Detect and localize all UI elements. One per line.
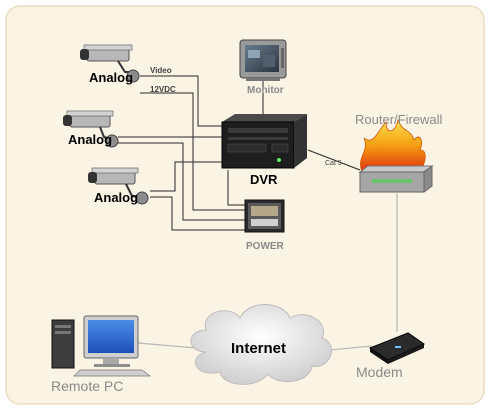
router-firewall-device — [358, 118, 434, 193]
camera-label-3: Analog — [94, 190, 138, 205]
router-firewall-label: Router/Firewall — [355, 112, 443, 127]
modem-device — [368, 332, 426, 364]
internet-cloud — [190, 304, 332, 385]
dvr-device — [221, 114, 307, 169]
power-supply — [244, 199, 285, 233]
analog-camera-2 — [63, 110, 119, 148]
monitor-label: Monitor — [247, 85, 284, 96]
analog-camera-3 — [88, 167, 149, 205]
power-12vdc-label: 12VDC — [150, 85, 176, 94]
video-label: Video — [150, 66, 172, 75]
remote-pc-label: Remote PC — [51, 378, 123, 394]
power-label: POWER — [246, 241, 285, 252]
modem-label: Modem — [356, 364, 403, 380]
monitor-device — [239, 39, 287, 81]
dvr-label: DVR — [250, 172, 278, 187]
camera-label-2: Analog — [68, 132, 112, 147]
remote-pc — [51, 315, 152, 377]
analog-camera-1 — [80, 44, 140, 83]
network-links — [137, 193, 398, 351]
camera-wiring — [118, 75, 361, 231]
internet-label: Internet — [231, 340, 286, 357]
cat5-label: Cat 5 — [325, 160, 342, 167]
camera-label-1: Analog — [89, 70, 133, 85]
